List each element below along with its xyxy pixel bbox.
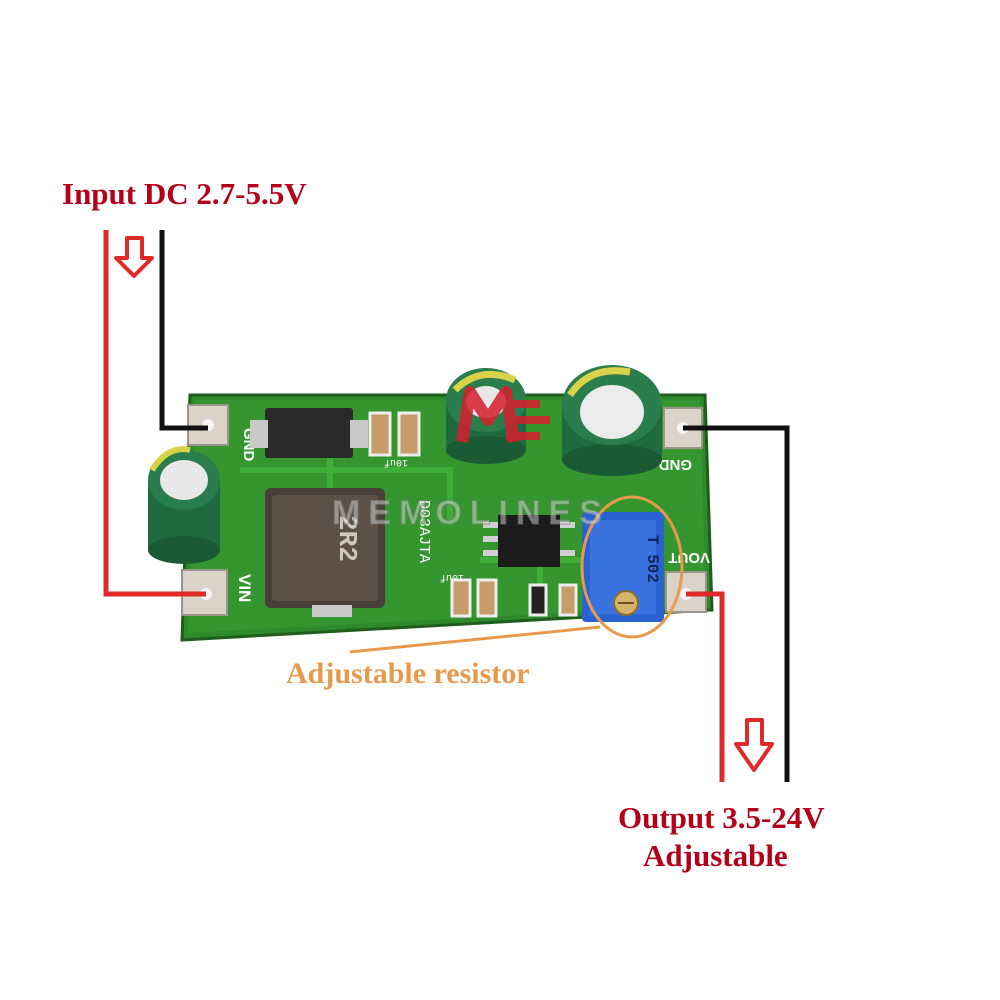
svg-text:2R2: 2R2 <box>332 515 362 562</box>
smd-capacitors-top <box>368 411 421 457</box>
resistor-highlight <box>580 495 684 639</box>
ic-chip <box>483 515 575 567</box>
silk-vout: VOUT <box>668 549 710 566</box>
wire-input-gnd <box>159 230 208 431</box>
diode <box>250 408 368 458</box>
output-voltage-label: Output 3.5-24V <box>618 800 825 835</box>
silk-chip-marking: D03AJTA <box>415 500 432 563</box>
inductor: 2R2 <box>265 488 385 617</box>
resistor-pointer-line <box>349 625 601 654</box>
input-voltage-label: Input DC 2.7-5.5V <box>62 176 307 211</box>
arrow-down-input-icon <box>114 236 154 278</box>
wire-output-gnd <box>683 425 790 782</box>
capacitor-left <box>148 446 220 564</box>
watermark-text: MEMOLINES <box>332 494 610 532</box>
adjustable-resistor-label: Adjustable resistor <box>286 657 530 690</box>
smd-components-bottom <box>450 578 578 618</box>
svg-text:T 502: T 502 <box>643 535 661 583</box>
arrow-down-output-icon <box>734 718 774 772</box>
silk-gnd-out: GND <box>659 456 693 473</box>
capacitor-right <box>562 365 662 476</box>
wire-input-vin <box>103 230 206 597</box>
wire-output-vout <box>686 591 725 782</box>
output-adjustable-label: Adjustable <box>643 838 788 873</box>
silk-vin: VIN <box>235 574 254 602</box>
potentiometer: T 502 <box>582 512 664 622</box>
watermark: MEMOLINES <box>332 386 610 533</box>
silk-cap-a: 10uf <box>384 456 408 468</box>
